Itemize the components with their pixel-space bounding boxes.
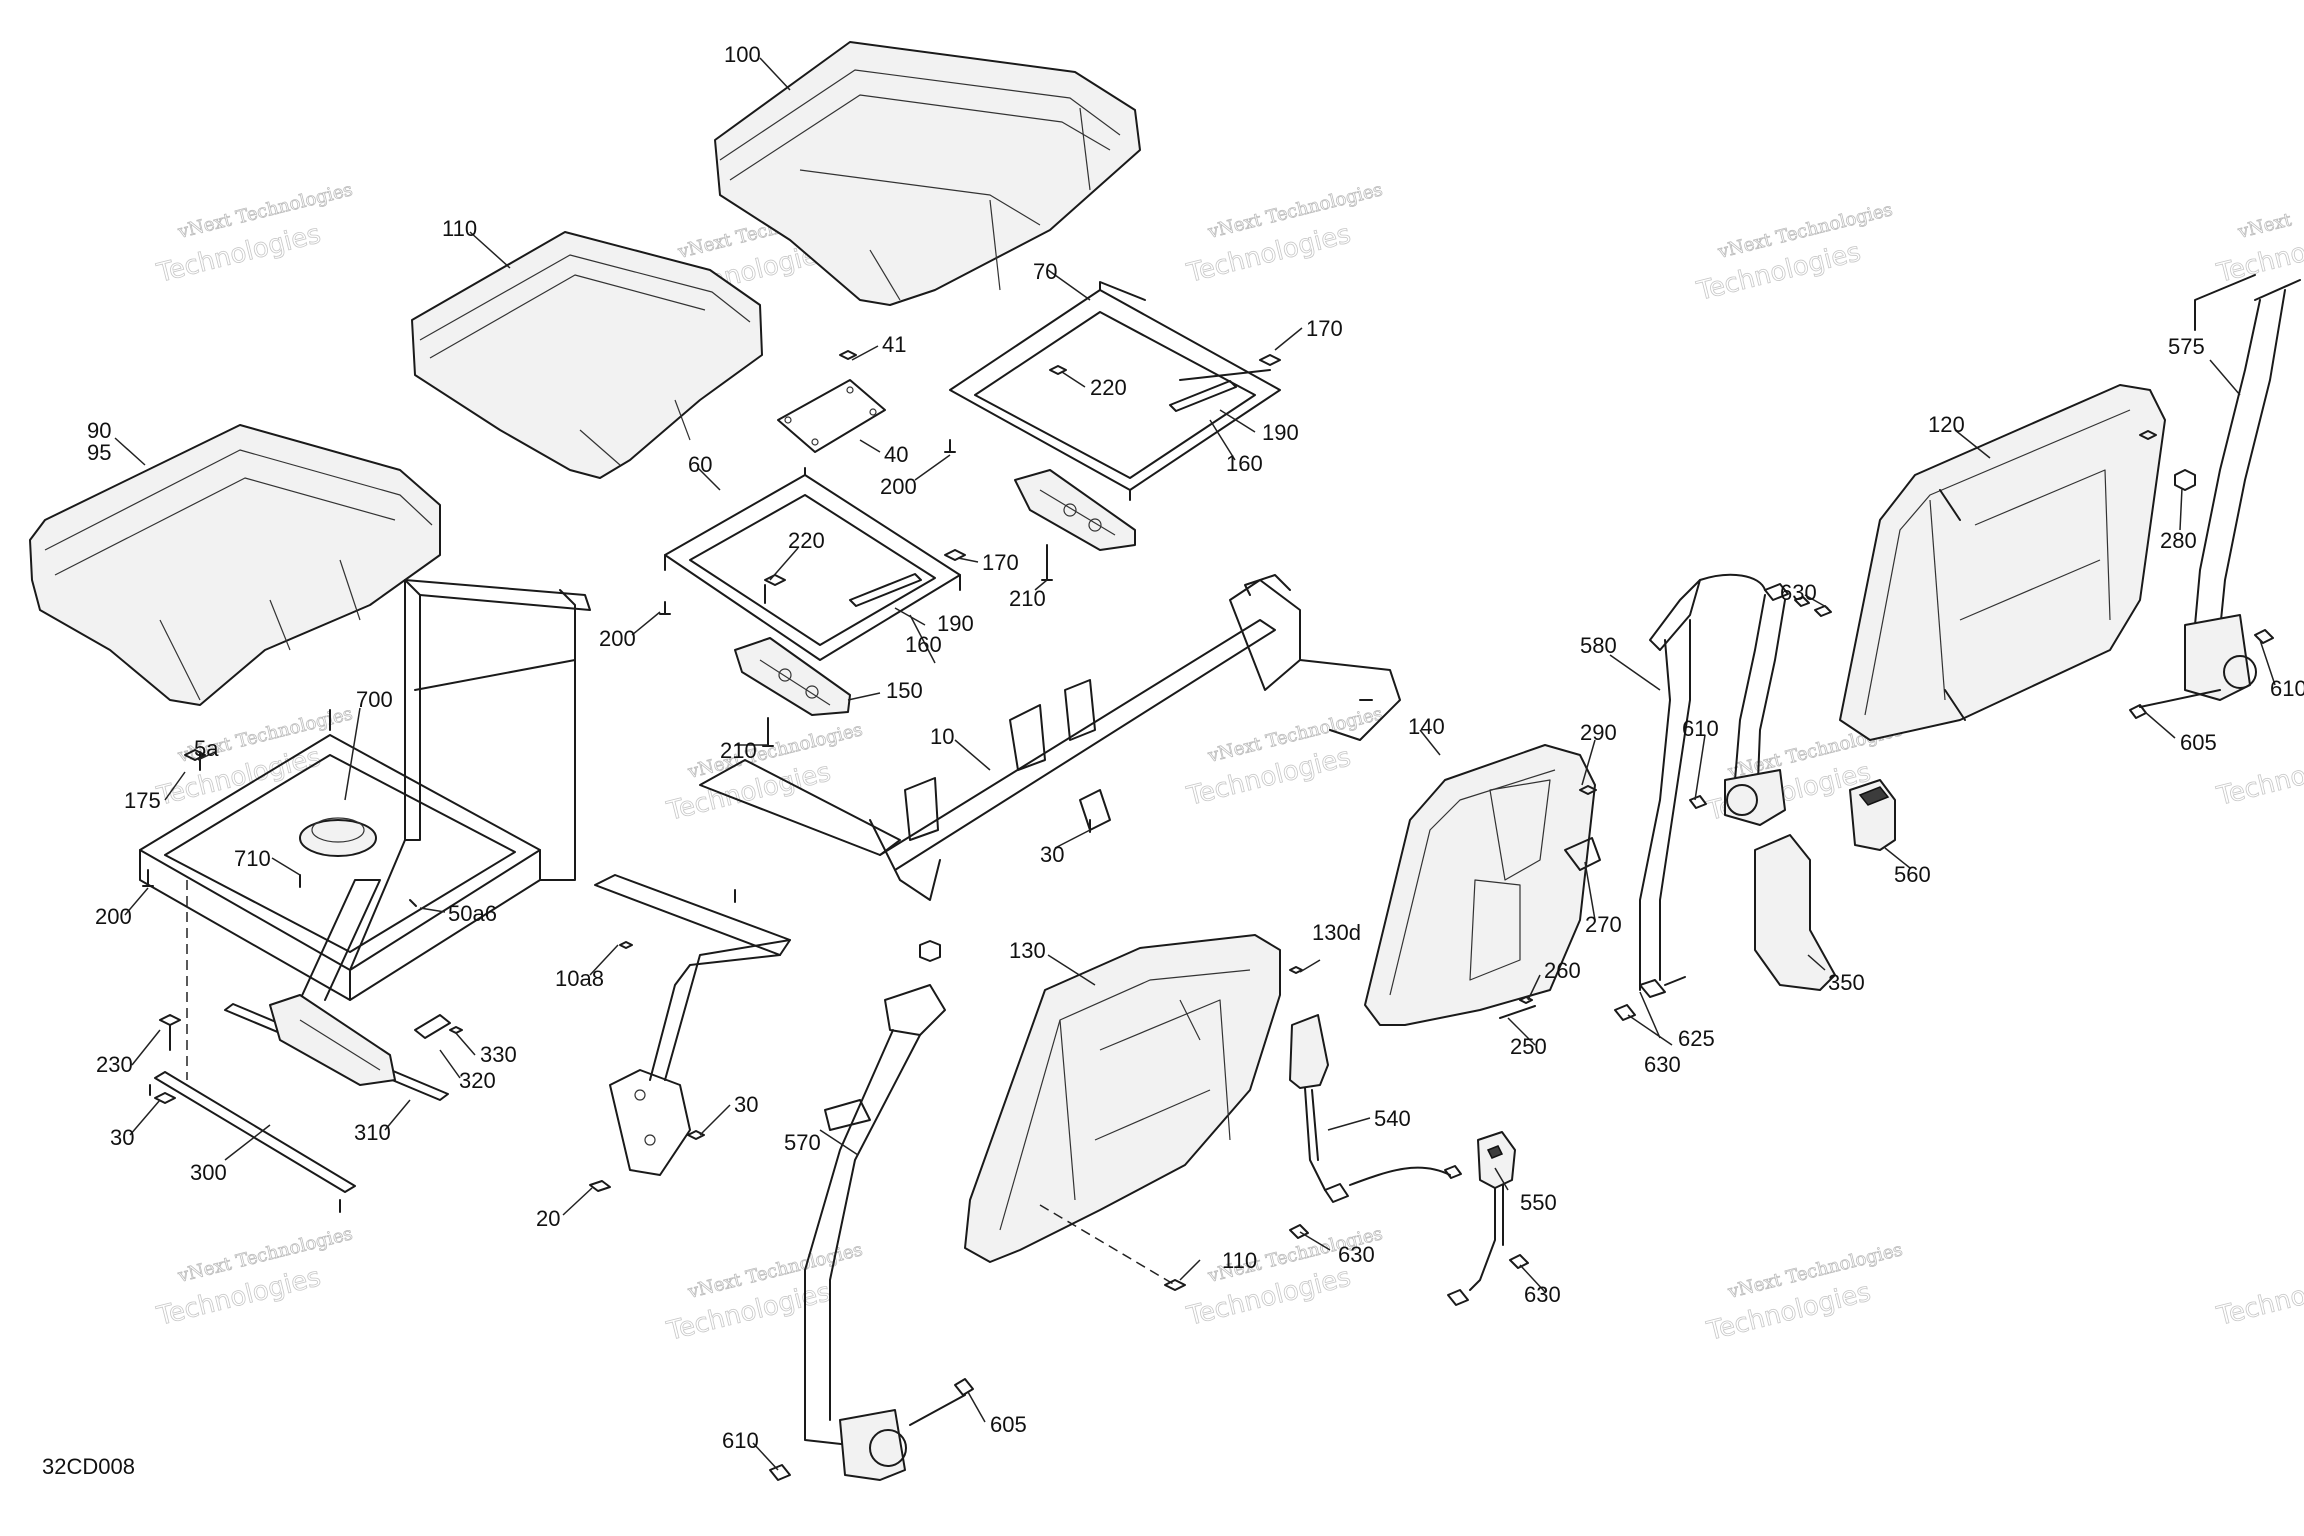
part-label: 630 (1524, 1282, 1561, 1307)
part-label: 290 (1580, 720, 1617, 745)
part-label: 130 (1009, 938, 1046, 963)
part-label: 550 (1520, 1190, 1557, 1215)
part-label: 110 (1222, 1248, 1257, 1273)
part-number-labels: 100 110 90 95 41 40 70 170 220 190 160 2… (87, 42, 2304, 1453)
backrest-130 (964, 934, 1303, 1291)
seat-frame-60 (659, 467, 966, 747)
seatbelt-570 (769, 940, 974, 1481)
part-label: 50a6 (448, 901, 497, 926)
watermark-text: Technologies (2213, 1262, 2304, 1332)
part-label: 200 (599, 626, 636, 651)
part-label: 160 (1226, 451, 1263, 476)
part-label: 710 (234, 846, 271, 871)
diagram-code: 32CD008 (42, 1454, 135, 1479)
part-label: 210 (1009, 586, 1046, 611)
part-label: 200 (95, 904, 132, 929)
part-label: 610 (2270, 676, 2304, 701)
part-label: 70 (1033, 259, 1057, 284)
buckle-540 (1289, 1014, 1462, 1239)
part-label: 170 (982, 550, 1019, 575)
part-label: 150 (886, 678, 923, 703)
part-label: 90 (87, 418, 111, 443)
part-label: 10 (930, 724, 954, 749)
bracket-560 (1849, 779, 1896, 851)
part-label: 30 (110, 1125, 134, 1150)
seatbelt-580 (1614, 573, 1832, 1021)
seat-cushion-100 (714, 41, 1141, 306)
part-label: 60 (688, 452, 712, 477)
part-label: 140 (1408, 714, 1445, 739)
part-label: 610 (722, 1428, 759, 1453)
part-label: 230 (96, 1052, 133, 1077)
part-label: 95 (87, 440, 111, 465)
part-label: 310 (354, 1120, 391, 1145)
part-label: 130d (1312, 920, 1361, 945)
part-label: 160 (905, 632, 942, 657)
plate-40 (777, 350, 886, 453)
part-label: 575 (2168, 334, 2205, 359)
part-label: 700 (356, 687, 393, 712)
part-label: 190 (1262, 420, 1299, 445)
part-label: 220 (1090, 375, 1127, 400)
leader-lines (114, 57, 2276, 1471)
part-label: 110 (442, 216, 477, 241)
part-label: 350 (1828, 970, 1865, 995)
watermark-text: vNext (2235, 209, 2294, 243)
part-label: 630 (1780, 580, 1817, 605)
seatbelt-575 (2129, 274, 2301, 719)
part-label: 260 (1544, 958, 1581, 983)
part-label: 630 (1338, 1242, 1375, 1267)
part-label: 190 (937, 611, 974, 636)
part-label: 30 (734, 1092, 758, 1117)
seat-cushion-110 (411, 231, 763, 479)
part-label: 580 (1580, 633, 1617, 658)
part-label: 570 (784, 1130, 821, 1155)
part-label: 41 (882, 332, 906, 357)
part-label: 605 (2180, 730, 2217, 755)
part-label: 100 (724, 42, 761, 67)
seat-cushion-90 (29, 424, 441, 706)
part-label: 40 (884, 442, 908, 467)
part-label: 175 (124, 788, 161, 813)
seat-base-frame-left (139, 579, 591, 1001)
part-label: 300 (190, 1160, 227, 1185)
part-label: 320 (459, 1068, 496, 1093)
pad-350 (1754, 834, 1836, 991)
part-label: 625 (1678, 1026, 1715, 1051)
seat-rails (149, 880, 463, 1213)
part-label: 220 (788, 528, 825, 553)
part-label: 210 (720, 738, 757, 763)
part-label: 30 (1040, 842, 1064, 867)
part-label: 5a (194, 736, 219, 761)
part-label: 280 (2160, 528, 2197, 553)
part-label: 10a8 (555, 966, 604, 991)
watermark-text: Technologies (2213, 742, 2304, 812)
part-label: 170 (1306, 316, 1343, 341)
backrest-140 (1364, 744, 1601, 1026)
part-label: 560 (1894, 862, 1931, 887)
part-label: 250 (1510, 1034, 1547, 1059)
part-label: 610 (1682, 716, 1719, 741)
part-label: 540 (1374, 1106, 1411, 1131)
part-label: 330 (480, 1042, 517, 1067)
part-label: 605 (990, 1412, 1027, 1437)
buckle-550 (1447, 1131, 1529, 1306)
seat-frame-70 (944, 281, 1281, 581)
support-arm-10a8 (589, 874, 791, 1192)
backrest-120 (1839, 384, 2166, 741)
part-label: 630 (1644, 1052, 1681, 1077)
part-label: 200 (880, 474, 917, 499)
part-label: 120 (1928, 412, 1965, 437)
part-label: 270 (1585, 912, 1622, 937)
part-label: 20 (536, 1206, 560, 1231)
